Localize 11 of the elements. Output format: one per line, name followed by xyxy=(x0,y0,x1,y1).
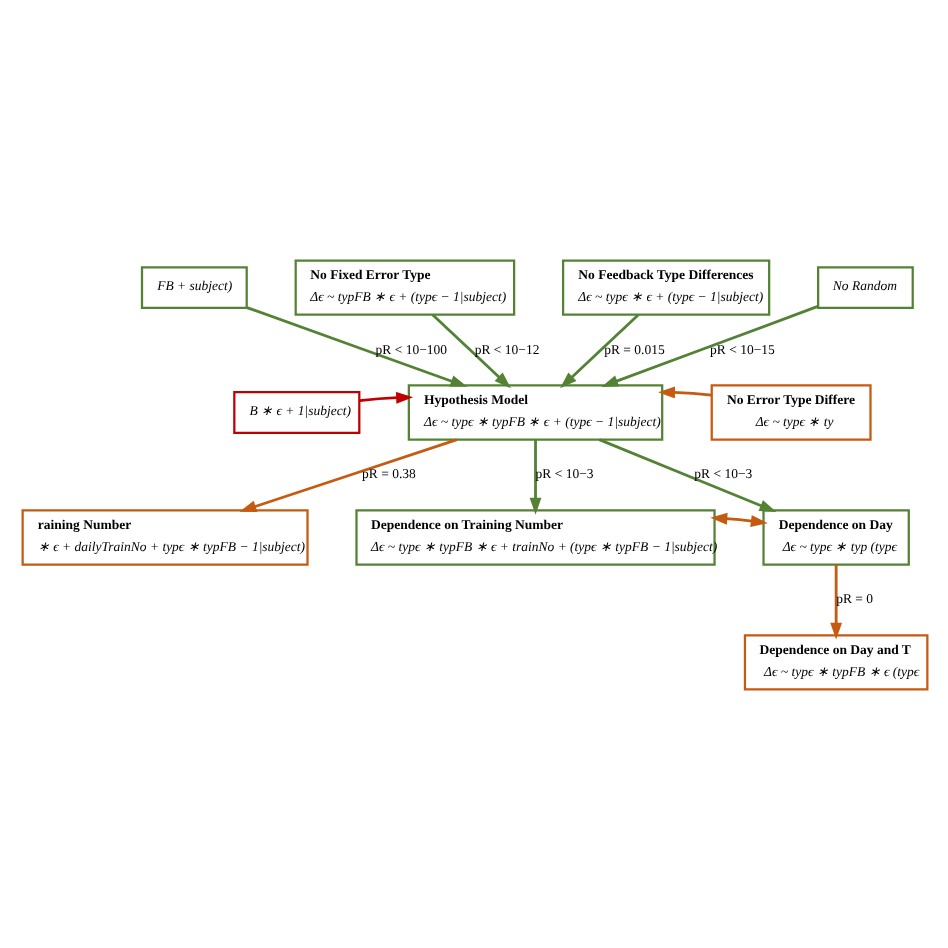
arrow xyxy=(709,511,767,526)
arrow xyxy=(600,304,818,386)
arrow xyxy=(238,437,457,511)
arrow xyxy=(528,438,541,514)
arrow xyxy=(559,312,639,388)
arrow xyxy=(829,563,842,639)
arrow xyxy=(358,390,413,403)
arrow xyxy=(597,437,776,511)
arrow xyxy=(657,385,711,398)
arrow xyxy=(245,305,467,386)
arrow xyxy=(430,312,510,388)
